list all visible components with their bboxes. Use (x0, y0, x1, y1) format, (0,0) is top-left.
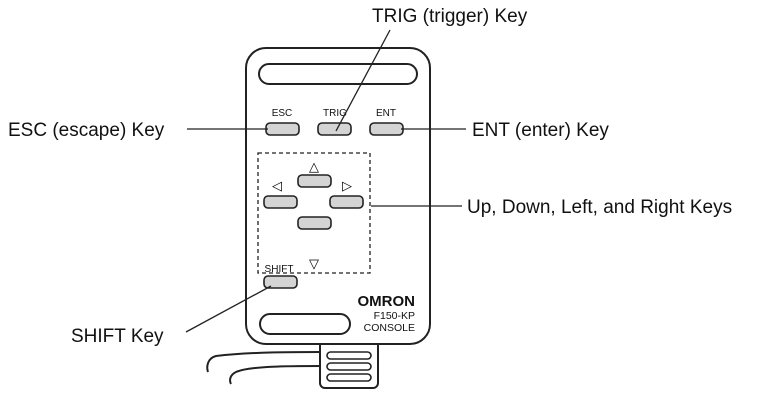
leader-lines (185, 29, 466, 333)
model-type: CONSOLE (364, 322, 415, 334)
arrow-key-area (257, 152, 371, 274)
shift-callout-label: SHIFT Key (71, 326, 164, 347)
shift-leader-line (185, 285, 272, 333)
down-arrow-icon: ▽ (309, 256, 319, 271)
shift-key[interactable] (263, 275, 298, 289)
bottom-slot (259, 313, 351, 335)
shift-key-label: SHIFT (265, 264, 294, 275)
esc-key[interactable] (265, 122, 300, 136)
right-key[interactable] (329, 195, 364, 209)
ent-key-label: ENT (376, 108, 396, 119)
ent-key[interactable] (369, 122, 404, 136)
trig-key[interactable] (317, 122, 352, 136)
trig-leader-line (335, 29, 391, 132)
esc-key-label: ESC (272, 108, 293, 119)
up-key[interactable] (297, 174, 332, 188)
esc-callout-label: ESC (escape) Key (8, 120, 165, 141)
arrows-callout-label: Up, Down, Left, and Right Keys (467, 197, 732, 218)
right-arrow-icon: ▷ (342, 178, 352, 193)
display-window (258, 63, 418, 85)
brand-logo: OMRON (358, 293, 416, 310)
up-arrow-icon: △ (309, 159, 319, 174)
cable-connector (319, 339, 379, 389)
console-cable (206, 351, 323, 385)
trig-callout-label: TRIG (trigger) Key (372, 6, 528, 27)
trig-key-label: TRIG (323, 108, 347, 119)
model-number: F150-KP (374, 310, 415, 322)
ent-callout-label: ENT (enter) Key (472, 120, 609, 141)
left-key[interactable] (263, 195, 298, 209)
down-key[interactable] (297, 216, 332, 230)
left-arrow-icon: ◁ (272, 178, 282, 193)
